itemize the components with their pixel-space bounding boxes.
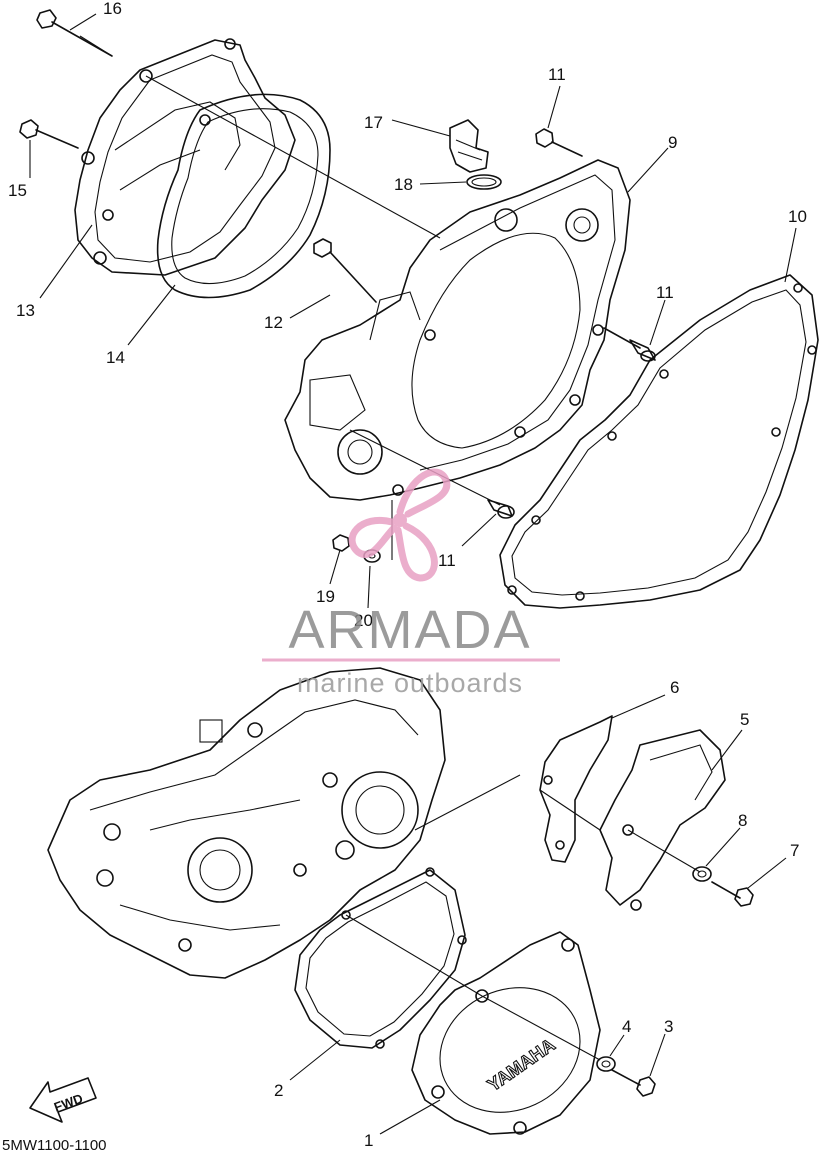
dowel-pin-11-lower bbox=[487, 499, 515, 519]
clutch-cover-14 bbox=[74, 38, 296, 276]
callout-18: 17 bbox=[364, 113, 383, 132]
callout-6: 6 bbox=[670, 678, 679, 697]
gasket-15 bbox=[156, 93, 331, 299]
washer-8 bbox=[692, 866, 712, 882]
callout-8: 8 bbox=[738, 811, 747, 830]
callout-12: 11 bbox=[548, 65, 566, 84]
armada-watermark: ARMADA marine outboards bbox=[262, 468, 560, 698]
callout-21: 20 bbox=[354, 611, 373, 630]
alignment-lines bbox=[145, 75, 701, 1061]
callout-14: 13 bbox=[16, 301, 35, 320]
callout-11-lower: 11 bbox=[438, 551, 456, 570]
callout-2: 2 bbox=[274, 1081, 283, 1100]
bolt-12 bbox=[535, 128, 583, 157]
callout-13: 12 bbox=[264, 313, 283, 332]
watermark-tagline: marine outboards bbox=[297, 668, 523, 698]
callout-20: 19 bbox=[316, 587, 335, 606]
bolt-17 bbox=[36, 9, 113, 57]
oil-filler-plug-18 bbox=[449, 119, 489, 173]
callout-17: 16 bbox=[103, 0, 122, 18]
svg-text:YAMAHA: YAMAHA bbox=[484, 1035, 559, 1096]
washer-4 bbox=[596, 1056, 616, 1072]
drawing-code: 5MW1100-1100 bbox=[2, 1137, 107, 1152]
sprocket-cover-5 bbox=[599, 729, 726, 911]
o-ring-19 bbox=[466, 174, 502, 190]
plate-6 bbox=[539, 715, 613, 863]
callout-15: 14 bbox=[106, 348, 125, 367]
crankcase-block bbox=[47, 667, 446, 979]
callout-7: 7 bbox=[790, 841, 799, 860]
callout-10: 10 bbox=[788, 207, 807, 226]
propeller-logo-icon bbox=[348, 468, 451, 582]
crankcase-cover-9 bbox=[284, 159, 631, 501]
bolt-16 bbox=[19, 119, 79, 149]
callout-3: 3 bbox=[664, 1017, 673, 1036]
magneto-cover-1: YAMAHA bbox=[411, 931, 601, 1135]
callout-5: 5 bbox=[740, 710, 749, 729]
leader-lines bbox=[29, 13, 797, 1135]
fwd-arrow-icon: FWD bbox=[29, 1077, 97, 1123]
callout-9: 9 bbox=[668, 133, 677, 152]
callout-labels: 16 15 13 14 12 17 18 11 9 10 11 11 19 20… bbox=[8, 0, 807, 1150]
gasket-10 bbox=[499, 274, 819, 609]
bolt-7 bbox=[711, 881, 754, 907]
gasket-2 bbox=[294, 867, 467, 1049]
watermark-brand: ARMADA bbox=[288, 600, 531, 660]
dowel-pin-11-upper bbox=[603, 327, 656, 362]
callout-16: 15 bbox=[8, 181, 27, 200]
callout-19: 18 bbox=[394, 175, 413, 194]
bolt-20 bbox=[332, 534, 350, 552]
callout-11-upper: 11 bbox=[656, 283, 674, 302]
bolt-3 bbox=[611, 1069, 656, 1097]
fwd-label: FWD bbox=[52, 1091, 85, 1115]
callout-1: 1 bbox=[364, 1131, 373, 1150]
bolt-13 bbox=[313, 238, 377, 303]
callout-4: 4 bbox=[622, 1017, 631, 1036]
